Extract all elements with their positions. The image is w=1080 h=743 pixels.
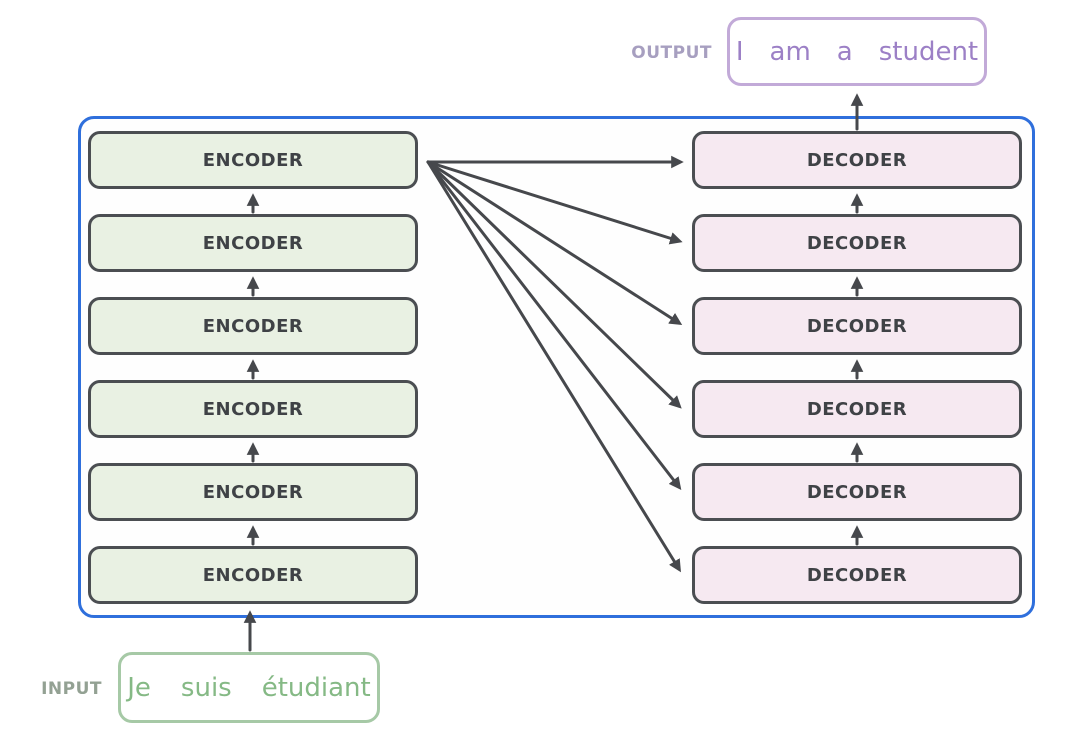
output-label: OUTPUT	[631, 43, 712, 63]
output-word: am	[769, 36, 811, 67]
decoder-block-1: DECODER	[692, 546, 1022, 604]
input-word: Je	[127, 672, 151, 703]
decoder-block-5: DECODER	[692, 214, 1022, 272]
output-word: student	[878, 36, 979, 67]
encoder-block-4: ENCODER	[88, 297, 418, 355]
decoder-block-2: DECODER	[692, 463, 1022, 521]
encoder-block-5: ENCODER	[88, 214, 418, 272]
output-word: a	[836, 36, 853, 67]
input-word: suis	[180, 672, 232, 703]
decoder-block-3: DECODER	[692, 380, 1022, 438]
input-label: INPUT	[41, 679, 102, 699]
decoder-block-6: DECODER	[692, 131, 1022, 189]
input-sentence-box: Je suis étudiant	[118, 652, 380, 723]
encoder-block-6: ENCODER	[88, 131, 418, 189]
encoder-block-3: ENCODER	[88, 380, 418, 438]
output-sentence-box: I am a student	[727, 17, 987, 86]
decoder-block-4: DECODER	[692, 297, 1022, 355]
transformer-container-outline	[78, 116, 1035, 618]
encoder-block-2: ENCODER	[88, 463, 418, 521]
encoder-block-1: ENCODER	[88, 546, 418, 604]
output-word: I	[735, 36, 744, 67]
input-word: étudiant	[261, 672, 371, 703]
